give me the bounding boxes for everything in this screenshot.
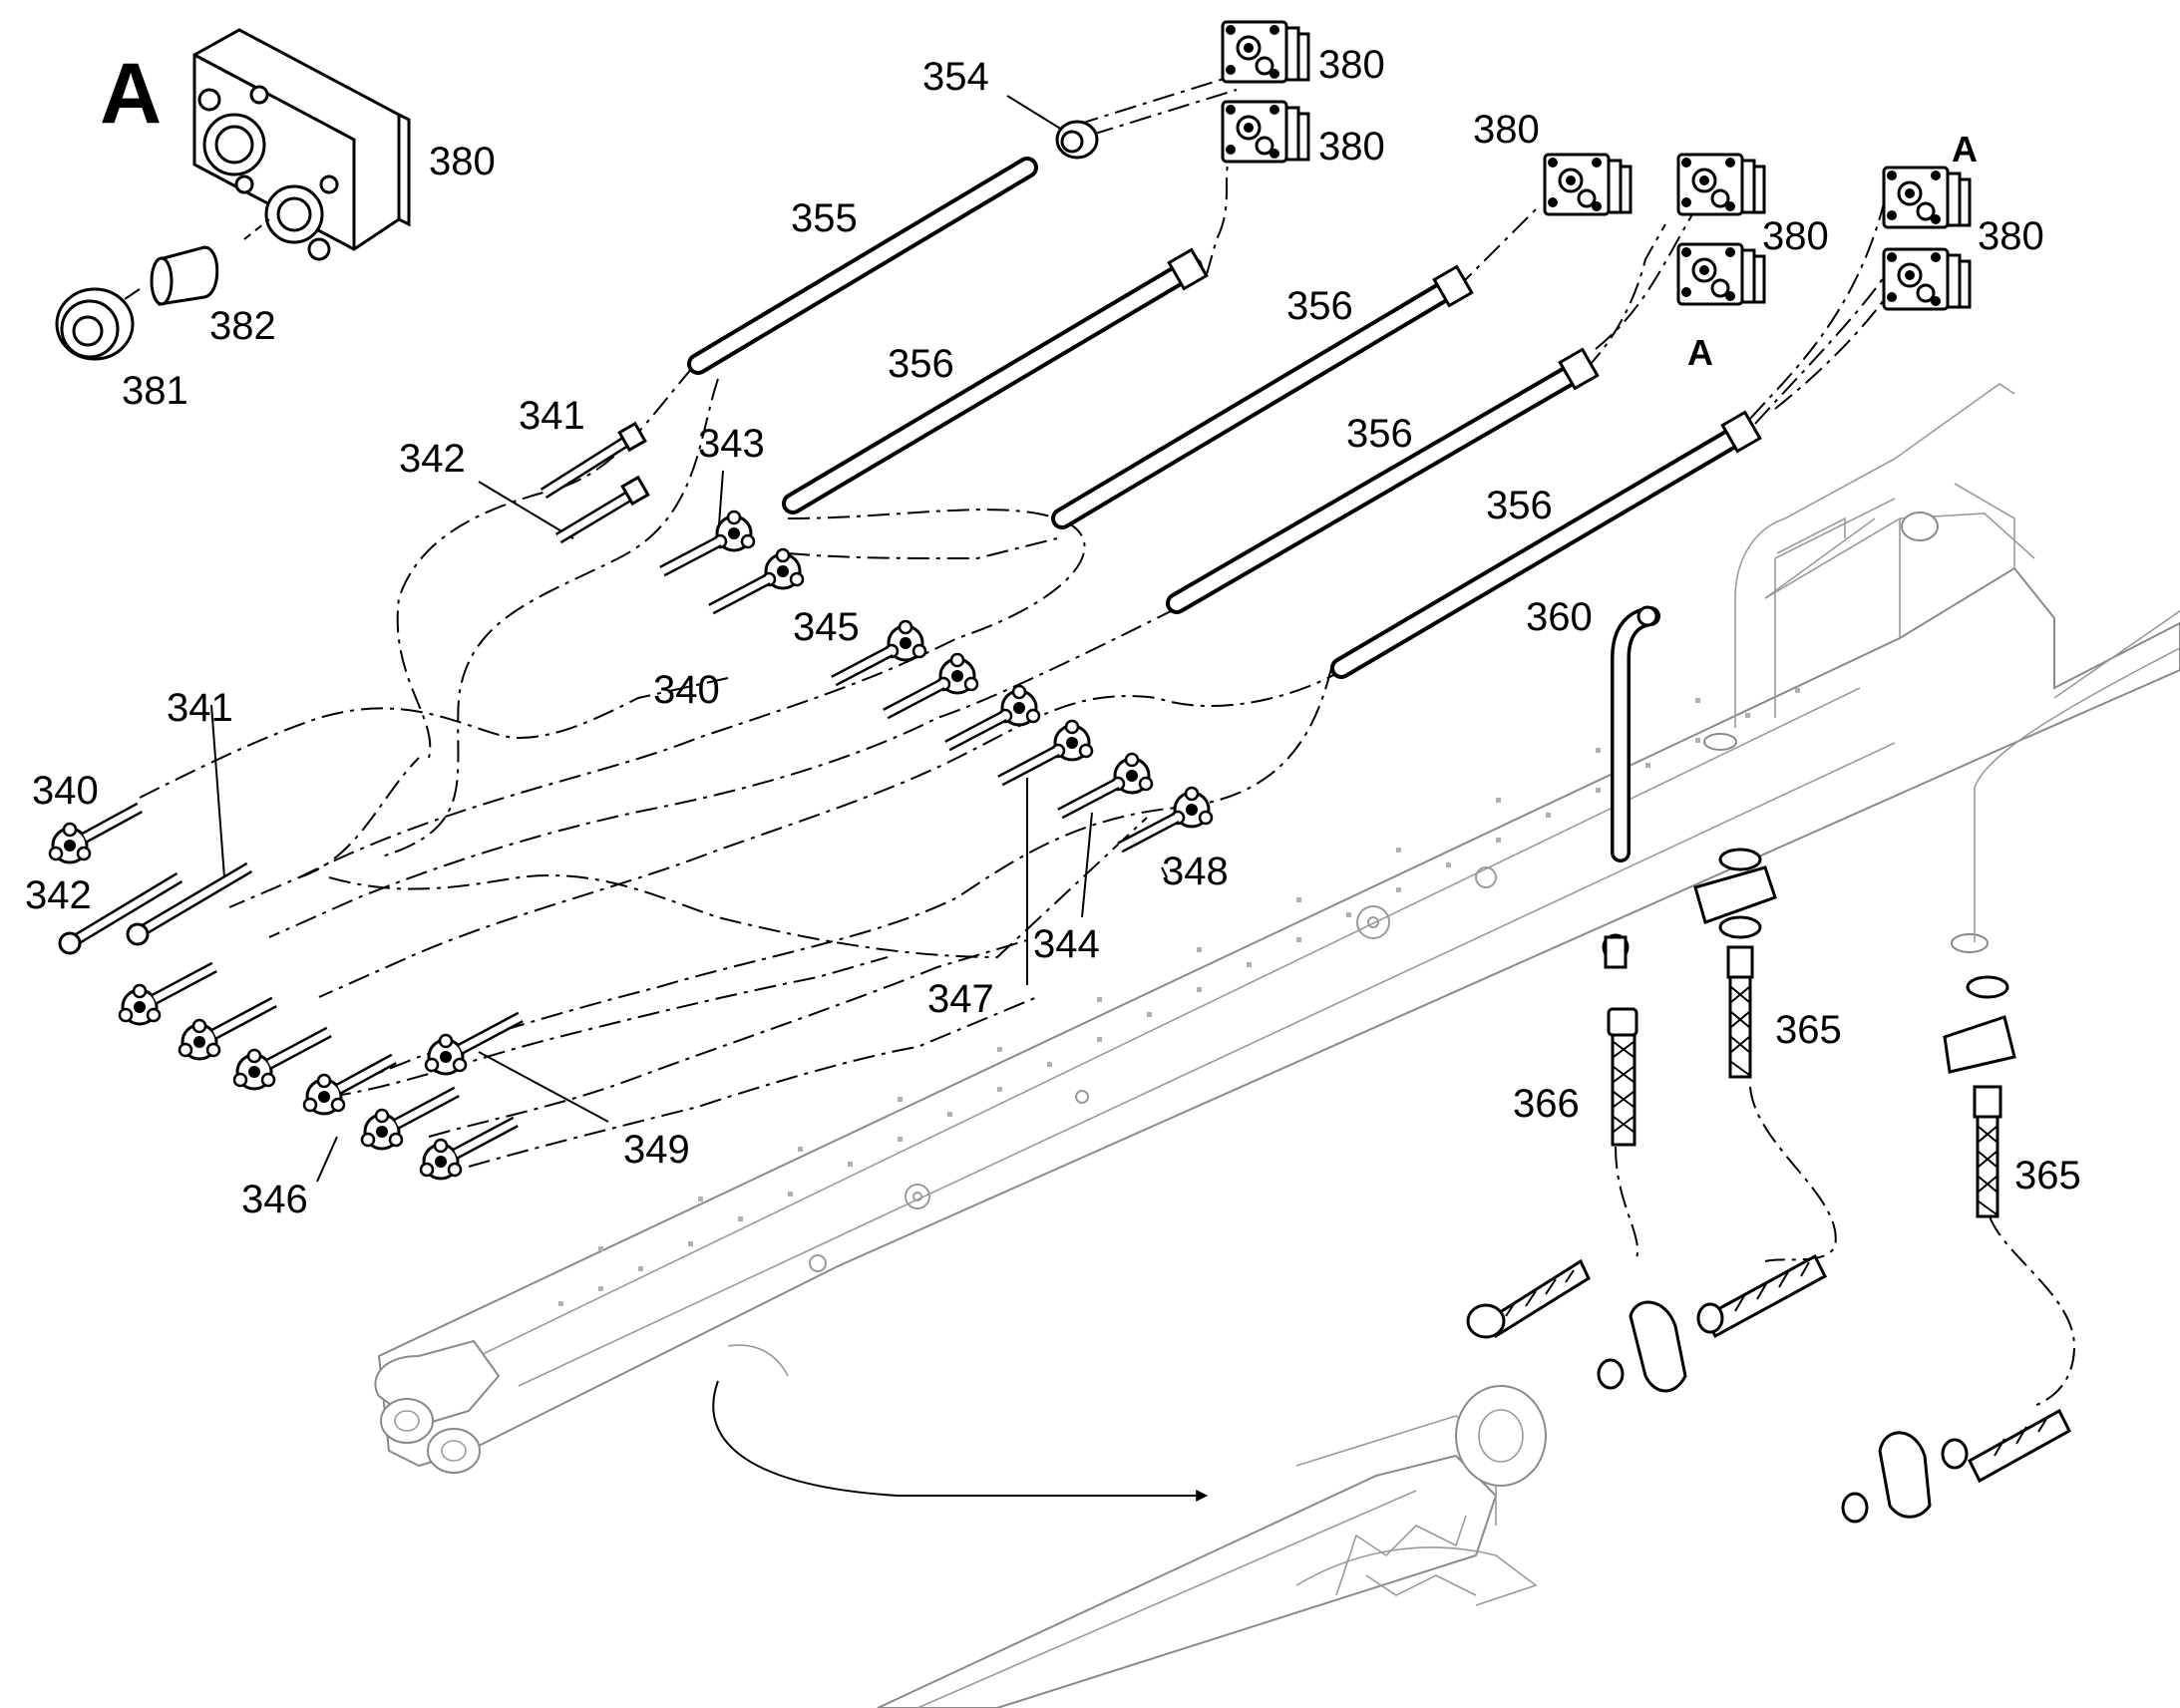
label-356: 356 xyxy=(1346,412,1413,456)
reference-a: A xyxy=(1952,129,1978,170)
valve-block-380-4 xyxy=(1676,153,1766,216)
label-380: 380 xyxy=(1318,125,1385,169)
label-381: 381 xyxy=(122,369,188,413)
valve-block-380-1 xyxy=(1221,20,1310,84)
label-342: 342 xyxy=(25,873,92,917)
valve-block-380-6 xyxy=(1882,166,1972,229)
leader-lines xyxy=(210,95,1209,1502)
pipe-360 xyxy=(1611,605,1660,862)
label-343: 343 xyxy=(698,422,765,466)
label-349: 349 xyxy=(623,1128,690,1172)
label-360: 360 xyxy=(1526,595,1593,639)
label-356: 356 xyxy=(1286,284,1353,328)
label-356: 356 xyxy=(888,342,954,386)
label-366: 366 xyxy=(1513,1082,1580,1126)
label-346: 346 xyxy=(241,1178,308,1221)
label-380: 380 xyxy=(1978,214,2044,258)
label-365: 365 xyxy=(2014,1154,2081,1197)
detail-a-assembly xyxy=(55,28,411,361)
valve-block-380-2 xyxy=(1221,100,1310,164)
connection-lines xyxy=(139,74,2076,1407)
nut-354 xyxy=(1055,120,1099,160)
label-380: 380 xyxy=(429,140,496,183)
reference-a: A xyxy=(1687,332,1713,373)
label-347: 347 xyxy=(927,977,994,1021)
label-382: 382 xyxy=(209,304,276,348)
boom-cylinder xyxy=(877,1385,1547,1708)
label-365: 365 xyxy=(1775,1008,1842,1052)
boom-arm xyxy=(374,383,2180,1474)
valve-block-detail xyxy=(192,28,411,261)
pipe-356-1 xyxy=(782,247,1209,514)
pipe-356-2 xyxy=(1051,264,1474,529)
pipe-355 xyxy=(687,157,1038,375)
pipe-356-4 xyxy=(1330,410,1762,679)
label-341: 341 xyxy=(167,686,233,730)
label-341: 341 xyxy=(519,394,585,438)
fitting-382 xyxy=(150,245,219,306)
valve-block-380-3 xyxy=(1543,153,1633,216)
label-340: 340 xyxy=(32,769,99,813)
hose-365-2 xyxy=(1841,975,2071,1524)
label-355: 355 xyxy=(791,196,858,240)
valve-block-380-7 xyxy=(1882,247,1972,311)
label-348: 348 xyxy=(1162,850,1229,893)
nut-381 xyxy=(55,287,135,361)
valve-block-380-5 xyxy=(1676,242,1766,306)
hose-365-1 xyxy=(1597,848,1827,1393)
label-345: 345 xyxy=(793,605,860,649)
flange-fittings xyxy=(48,510,1214,1181)
label-344: 344 xyxy=(1033,922,1100,966)
label-380: 380 xyxy=(1318,43,1385,87)
label-380: 380 xyxy=(1473,108,1540,152)
label-340: 340 xyxy=(653,668,720,712)
label-354: 354 xyxy=(922,55,989,99)
bolts-341-342 xyxy=(58,421,650,955)
label-342: 342 xyxy=(399,437,466,481)
detail-a-letter: A xyxy=(100,46,162,142)
callout-labels: A 380 382 381 354 380 380 380 A 380 380 … xyxy=(25,43,2081,1221)
hose-366 xyxy=(1466,933,1638,1339)
label-380: 380 xyxy=(1762,214,1829,258)
label-356: 356 xyxy=(1486,484,1553,527)
pipe-356-3 xyxy=(1166,347,1600,614)
